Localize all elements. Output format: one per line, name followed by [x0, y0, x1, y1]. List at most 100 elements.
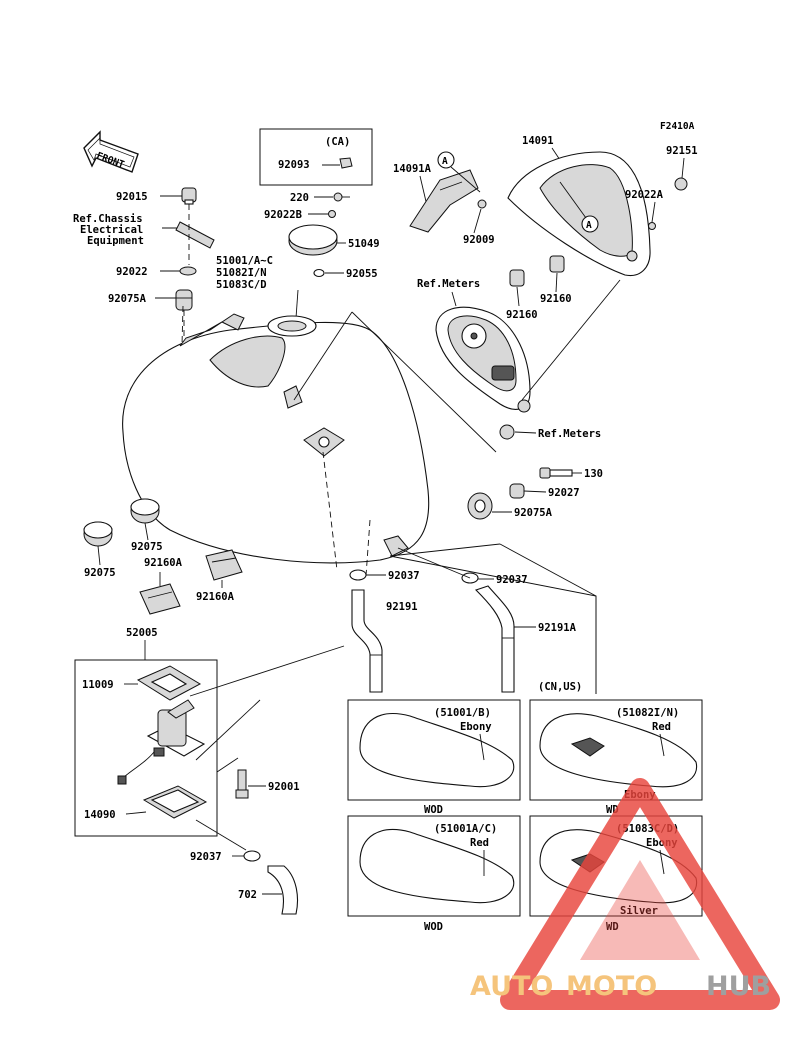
variant-51001AC-code: (51001A/C) — [434, 823, 497, 835]
damper-92075A-left — [175, 289, 193, 311]
damper-92075A-right — [467, 492, 493, 520]
clamp-92037-left — [349, 569, 367, 581]
label-92022B: 92022B — [264, 209, 302, 221]
bolt-130 — [539, 467, 573, 479]
tank-codes-2: 51082I/N — [216, 267, 267, 279]
screw-220 — [333, 192, 350, 202]
label-92055: 92055 — [346, 268, 378, 280]
label-92160A-left: 92160A — [144, 557, 183, 569]
tank-codes-3: 51083C/D — [216, 279, 267, 291]
ref-chassis-line2: Electrical — [80, 224, 143, 236]
pump-connector — [117, 775, 127, 785]
fuel-pump-unit — [146, 699, 206, 757]
washer-92022B — [328, 210, 336, 218]
label-92093: 92093 — [278, 159, 310, 171]
tank-codes-1: 51001/A~C — [216, 255, 273, 267]
damper-92160A-right — [205, 549, 243, 581]
damper-92160-left — [509, 269, 525, 287]
fuel-cap-51049 — [288, 224, 338, 256]
console-cover-14091 — [507, 151, 651, 277]
grommet-ref-meters — [499, 424, 515, 440]
label-92027: 92027 — [548, 487, 580, 499]
label-92075A-left: 92075A — [108, 293, 147, 305]
variant-box-51001B: (51001/B) Ebony — [347, 699, 521, 801]
variant-51001B-footer: WOD — [424, 804, 443, 816]
variant-51083CD-color2: Silver — [620, 905, 658, 917]
label-92151: 92151 — [666, 145, 698, 157]
label-92191A: 92191A — [538, 622, 577, 634]
watermark-text-moto: MOTO — [566, 971, 657, 1002]
hose-702 — [267, 865, 299, 915]
hose-92191A — [474, 585, 515, 693]
variant-51001AC-color: Red — [470, 837, 489, 849]
label-51049: 51049 — [348, 238, 380, 250]
label-220: 220 — [290, 192, 309, 204]
automotohub-watermark-logo: AUTO MOTO HUB — [470, 778, 780, 1010]
bolt-92001 — [235, 769, 249, 799]
clamp-92037-bottom — [243, 850, 261, 862]
circle-a-right — [581, 215, 599, 233]
variant-box-51082IN: (51082I/N) Red Ebony — [529, 699, 703, 801]
ca-box-label: (CA) — [325, 136, 350, 148]
oring-92055 — [313, 268, 325, 278]
variant-51001B-code: (51001/B) — [434, 707, 491, 719]
circle-a-left-label: A — [442, 156, 448, 167]
label-92160-left: 92160 — [506, 309, 538, 321]
collar-92027 — [509, 483, 525, 499]
label-92015: 92015 — [116, 191, 148, 203]
circle-a-left — [437, 151, 455, 169]
grommet-92151 — [674, 177, 688, 191]
label-92075-upper: 92075 — [131, 541, 163, 553]
damper-92075-upper — [130, 498, 160, 524]
washer-92022 — [179, 266, 197, 276]
damper-92160A-left — [139, 583, 181, 615]
console-bracket-14091A — [409, 169, 479, 233]
label-92160-right: 92160 — [540, 293, 572, 305]
cover-14090 — [142, 785, 208, 819]
ref-meters-bottom: Ref.Meters — [538, 428, 601, 440]
front-arrow-icon: FRONT — [83, 130, 139, 173]
label-14090: 14090 — [84, 809, 116, 821]
nut-92015 — [181, 187, 197, 205]
label-14091: 14091 — [522, 135, 554, 147]
ref-chassis-line1: Ref.Chassis — [73, 213, 143, 225]
label-92022A: 92022A — [625, 189, 664, 201]
variant-box-51001AC: (51001A/C) Red — [347, 815, 521, 917]
ref-meters-top: Ref.Meters — [417, 278, 480, 290]
label-11009: 11009 — [82, 679, 114, 691]
label-92075-lower: 92075 — [84, 567, 116, 579]
pump-assembly-box — [74, 659, 218, 837]
figure-code: F2410A — [660, 121, 695, 132]
fuel-tank — [122, 313, 430, 564]
speedometer-assembly — [435, 306, 531, 413]
label-702: 702 — [238, 889, 257, 901]
label-130: 130 — [584, 468, 603, 480]
watermark-text-hub: HUB — [706, 971, 771, 1002]
plug-92093 — [339, 157, 353, 169]
label-92022: 92022 — [116, 266, 148, 278]
circle-a-right-label: A — [586, 220, 592, 231]
variant-51001AC-footer: WOD — [424, 921, 443, 933]
label-92075A-right: 92075A — [514, 507, 553, 519]
screw-92009 — [477, 199, 487, 209]
damper-92160-right — [549, 255, 565, 273]
label-92037-bottom: 92037 — [190, 851, 222, 863]
gasket-11009 — [136, 665, 202, 701]
bracket-chassis — [175, 221, 215, 249]
variant-51083CD-footer: WD — [606, 921, 619, 933]
label-92160A-right: 92160A — [196, 591, 235, 603]
label-92001: 92001 — [268, 781, 300, 793]
hose-92191 — [351, 589, 383, 693]
washer-92022A — [648, 222, 656, 230]
label-14091A: 14091A — [393, 163, 432, 175]
watermark-text-auto: AUTO — [470, 971, 553, 1002]
label-92009: 92009 — [463, 234, 495, 246]
variant-51001B-color: Ebony — [460, 721, 492, 733]
label-92037-left: 92037 — [388, 570, 420, 582]
ref-chassis-line3: Equipment — [87, 235, 144, 247]
ca-box — [259, 128, 373, 186]
label-52005: 52005 — [126, 627, 158, 639]
variant-51082IN-code: (51082I/N) — [616, 707, 679, 719]
